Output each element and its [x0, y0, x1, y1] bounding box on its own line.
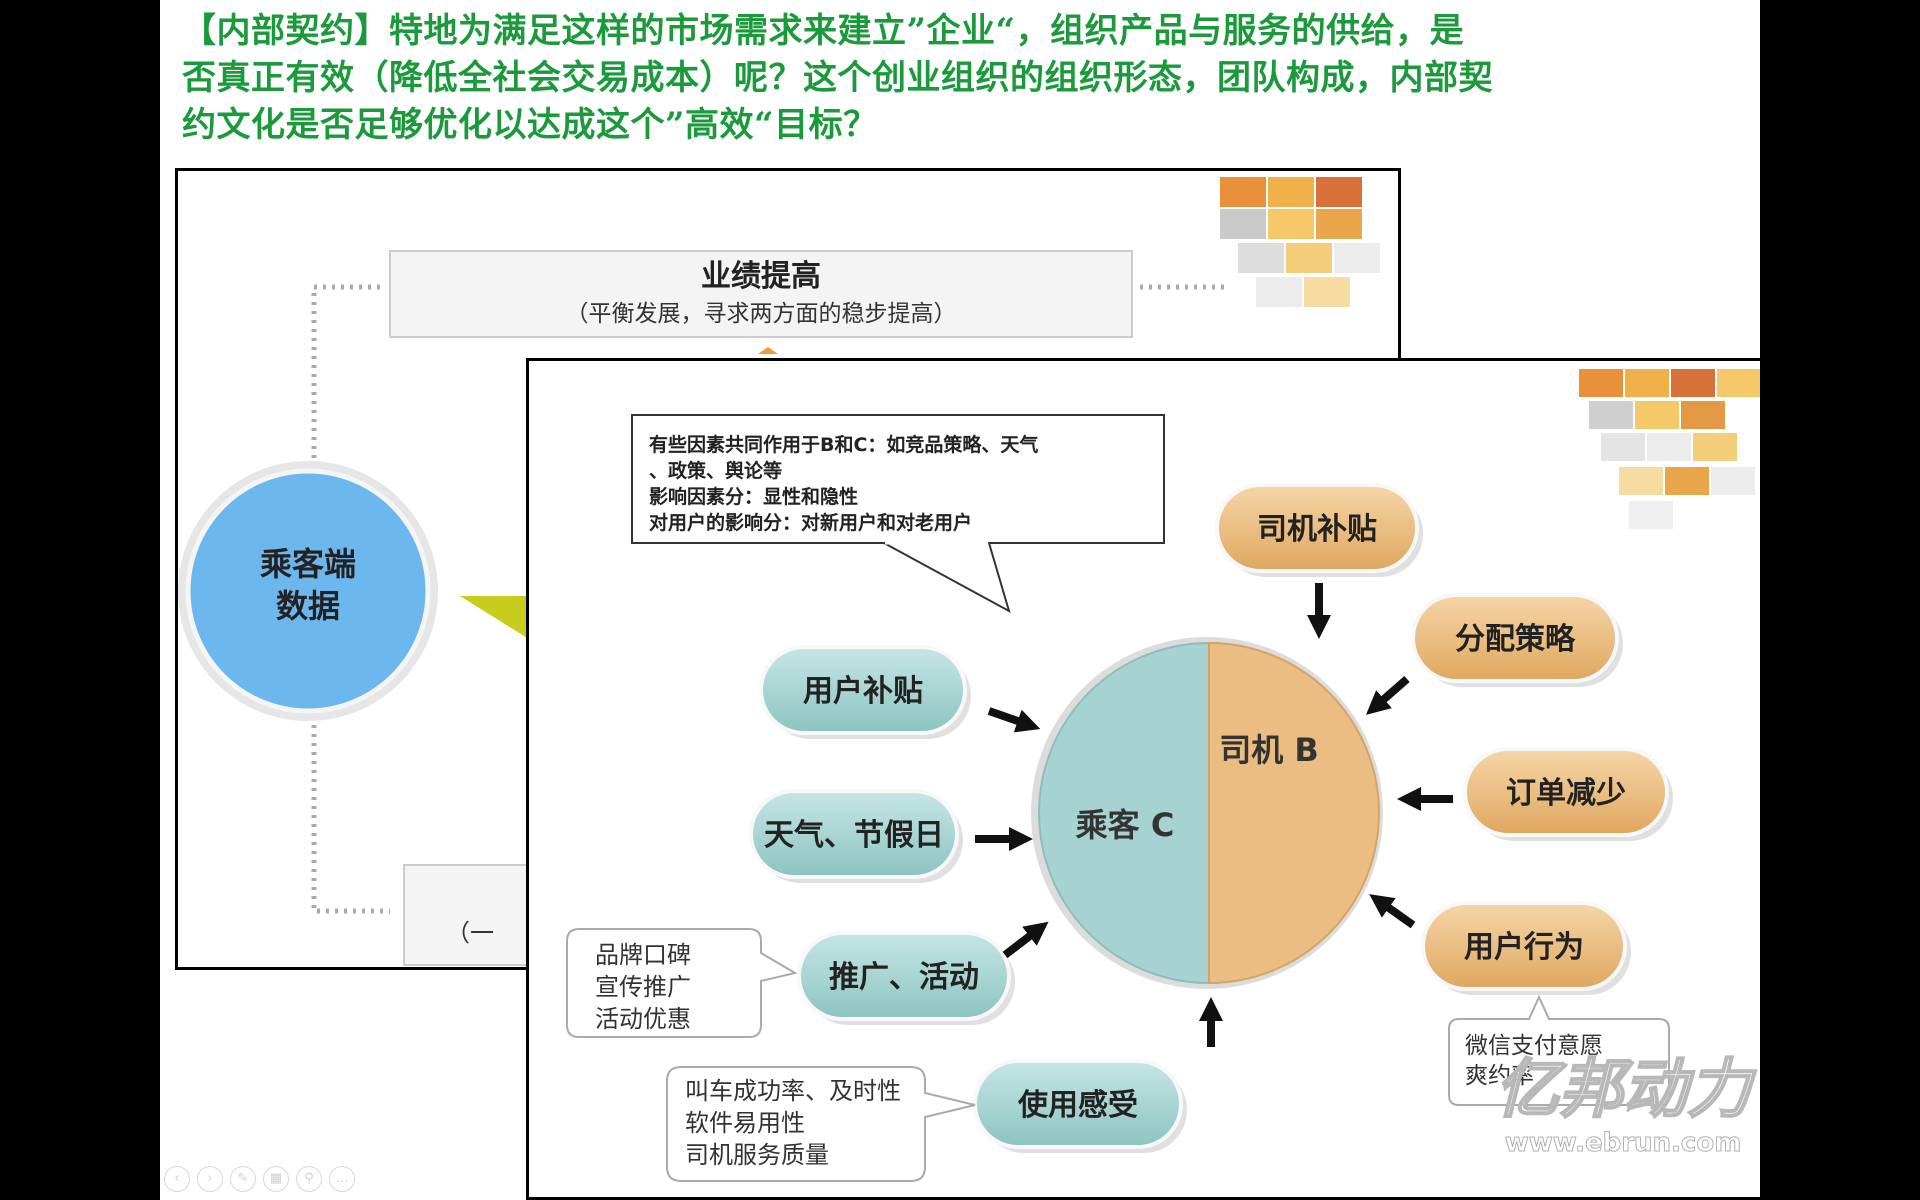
pill-user-subsidy — [759, 645, 971, 739]
next-slide-icon[interactable]: › — [197, 1166, 223, 1192]
callout-line-4: 对用户的影响分：对新用户和对老用户 — [649, 511, 972, 534]
center-label-driver: 司机 B — [1219, 731, 1319, 769]
experience-note-line-3: 司机服务质量 — [685, 1141, 829, 1169]
label-driver-subsidy: 司机补贴 — [1257, 512, 1377, 547]
pill-user-behavior — [1421, 901, 1631, 995]
influence-arrows — [975, 583, 1453, 1047]
behavior-note — [1448, 994, 1670, 1106]
watermark-logo-text: 亿邦动力 — [1495, 1053, 1757, 1127]
back-connector-lines — [311, 284, 1228, 914]
experience-note-line-2: 软件易用性 — [685, 1109, 805, 1137]
more-options-icon[interactable]: … — [329, 1166, 355, 1192]
front-decorative-cubes — [1579, 369, 1760, 529]
back-diagram-canvas: 业绩提高 （平衡发展，寻求两方面的稳步提高） 乘客端 数据 （一 — [178, 177, 1380, 966]
pill-driver-subsidy — [1215, 483, 1423, 577]
front-diagram-canvas: 有些因素共同作用于B和C：如竞品策略、天气 、政策、舆论等 影响因素分：显性和隐… — [566, 369, 1760, 1182]
promo-note — [566, 928, 798, 1038]
promo-note-line-3: 活动优惠 — [595, 1005, 691, 1033]
pill-order-reduction — [1463, 747, 1673, 841]
watermark-url: www.ebrun.com — [1505, 1128, 1742, 1158]
orange-marker — [758, 347, 778, 354]
zoom-icon[interactable]: ⚲ — [296, 1166, 322, 1192]
callout-line-2: 、政策、舆论等 — [649, 459, 782, 482]
center-label-passenger: 乘客 C — [1076, 806, 1175, 844]
pill-dispatch-strategy — [1411, 593, 1623, 687]
bottom-box-text: （一 — [446, 919, 494, 947]
performance-title: 业绩提高 — [701, 259, 821, 294]
label-experience: 使用感受 — [1017, 1088, 1138, 1123]
label-order-reduction: 订单减少 — [1506, 776, 1626, 811]
heading-line-1: 【内部契约】特地为满足这样的市场需求来建立”企业“，组织产品与服务的供给，是 — [182, 11, 1465, 51]
slides-grid-icon[interactable]: ▦ — [263, 1166, 289, 1192]
experience-note — [666, 1066, 976, 1182]
callout-line-3: 影响因素分：显性和隐性 — [649, 485, 858, 508]
label-user-subsidy: 用户补贴 — [803, 674, 923, 709]
pill-experience — [973, 1059, 1187, 1153]
label-weather-holiday: 天气、节假日 — [764, 818, 944, 853]
slideshow-controls: ‹ › ✎ ▦ ⚲ … — [164, 1166, 355, 1192]
behavior-note-line-1: 微信支付意愿 — [1465, 1033, 1603, 1059]
label-promotion: 推广、活动 — [829, 960, 979, 995]
center-circle — [1031, 637, 1383, 989]
heading-line-2: 否真正有效（降低全社会交易成本）呢？这个创业组织的组织形态，团队构成，内部契 — [182, 58, 1493, 98]
passenger-data-circle — [185, 468, 431, 714]
callout-line-1: 有些因素共同作用于B和C：如竞品策略、天气 — [649, 433, 1038, 456]
passenger-data-label-1: 乘客端 — [260, 545, 356, 583]
front-diagram-image: 有些因素共同作用于B和C：如竞品策略、天气 、政策、舆论等 影响因素分：显性和隐… — [526, 358, 1760, 1200]
label-dispatch-strategy: 分配策略 — [1455, 622, 1576, 657]
slide-heading: 【内部契约】特地为满足这样的市场需求来建立”企业“，组织产品与服务的供给，是 否… — [182, 8, 1722, 149]
decorative-cubes — [1220, 177, 1380, 307]
label-user-behavior: 用户行为 — [1464, 930, 1584, 965]
promo-note-line-2: 宣传推广 — [595, 973, 691, 1001]
pen-icon[interactable]: ✎ — [230, 1166, 256, 1192]
pill-weather-holiday — [749, 789, 963, 883]
passenger-data-label-2: 数据 — [276, 587, 340, 625]
slide: 【内部契约】特地为满足这样的市场需求来建立”企业“，组织产品与服务的供给，是 否… — [160, 0, 1760, 1200]
experience-note-line-1: 叫车成功率、及时性 — [685, 1077, 901, 1105]
prev-slide-icon[interactable]: ‹ — [164, 1166, 190, 1192]
callout-box — [631, 414, 1165, 614]
heading-line-3: 约文化是否足够优化以达成这个”高效“目标？ — [182, 105, 878, 145]
behavior-note-line-2: 爽约率 — [1465, 1063, 1534, 1089]
promo-note-line-1: 品牌口碑 — [595, 941, 691, 969]
performance-box — [389, 250, 1133, 338]
pill-promotion — [797, 931, 1015, 1025]
performance-subtitle: （平衡发展，寻求两方面的稳步提高） — [566, 301, 957, 327]
